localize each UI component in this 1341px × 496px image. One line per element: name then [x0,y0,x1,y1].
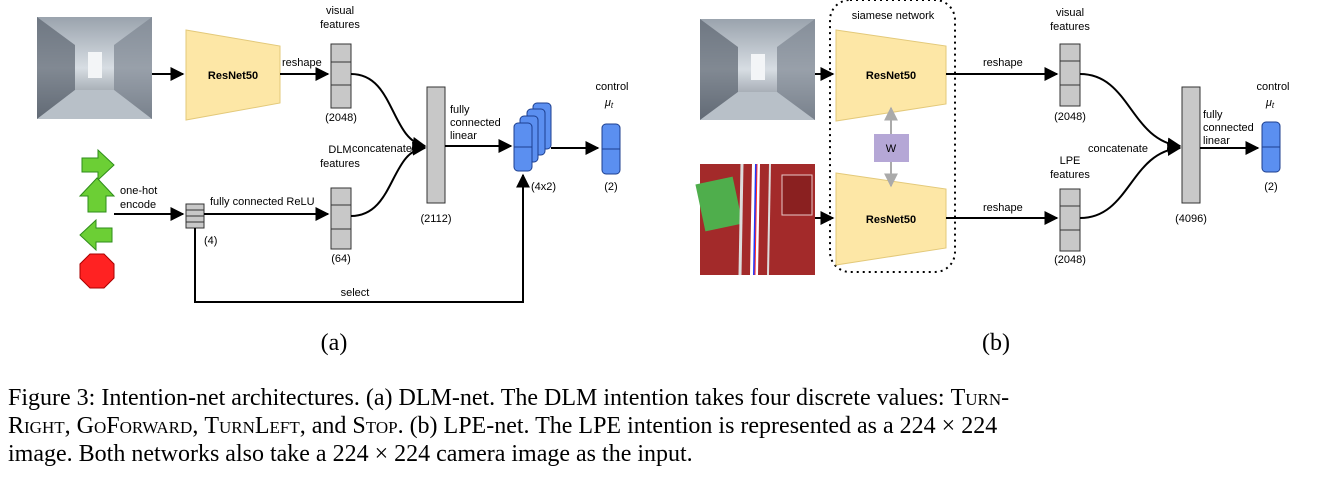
lpe-dim: (2048) [1054,254,1086,266]
fc-linear-label-b-3: linear [1203,135,1230,147]
concat-vector-b [1181,86,1201,204]
caption-stop: Stop [352,413,398,439]
caption-turnleft: TurnLeft [204,413,300,439]
siamese-label: siamese network [852,10,935,22]
visual-features-label-b-1: visual [1056,7,1084,19]
camera-image-a [37,17,152,119]
out-dim-a: (2) [604,181,617,193]
caption-sep-3: , and [299,413,353,439]
figure-canvas: ResNet50 reshape visual features (2048) … [37,0,1290,356]
control-output-b [1261,121,1281,173]
turn-right-icon [81,148,115,182]
mu-sub-b: t [1272,101,1275,110]
control-output-a [601,123,621,175]
mu-sub-a: t [611,101,614,110]
dlm-features-vector [330,187,352,250]
dlm-dim: (64) [331,253,351,265]
go-forward-icon [78,177,116,213]
visual-dim-a: (2048) [325,112,357,124]
caption-part-1: Figure 3: Intention-net architectures. (… [8,385,951,411]
one-hot-vector [185,203,205,229]
fc-relu-label: fully connected ReLU [210,196,315,208]
lpe-features-vector [1059,188,1081,252]
shared-weights-label: W [886,143,897,155]
siamese-network-box [829,0,956,273]
shared-weights-box [874,134,909,162]
visual-features-label-a-1: visual [326,5,354,17]
caption-part-3: image. Both networks also take a 224 × 2… [8,441,693,467]
resnet-bottom-label-b: ResNet50 [866,214,916,226]
output-stack [513,102,552,172]
resnet-block-a [185,29,281,121]
encode-dim: (4) [204,235,217,247]
concat-dim-a: (2112) [421,213,452,225]
caption-sep-2: , [192,413,205,439]
fc-linear-label-b-2: connected [1203,122,1254,134]
fc-linear-label-a-3: linear [450,130,477,142]
one-hot-label-1: one-hot [120,185,157,197]
lpe-features-label-2: features [1050,169,1090,181]
resnet-label-a: ResNet50 [208,70,258,82]
lpe-map-image [695,163,815,276]
stop-icon [79,253,115,289]
caption-goforward: GoForward [76,413,193,439]
fc-linear-label-a-1: fully [450,104,470,116]
reshape-label-a: reshape [282,57,322,69]
mu-label-a: μt [604,97,614,110]
one-hot-label-2: encode [120,199,156,211]
reshape-bottom-label-b: reshape [983,202,1023,214]
fc-linear-label-a-2: connected [450,117,501,129]
visual-features-label-b-2: features [1050,21,1090,33]
panel-b: siamese network ResNet50 ResNet50 W resh… [695,0,1290,356]
visual-features-vector-a [330,43,352,109]
caption-right: Right [8,413,65,439]
select-label: select [341,287,370,299]
reshape-top-label-b: reshape [983,57,1023,69]
panel-a-tag: (a) [321,330,348,356]
concat-dim-b: (4096) [1175,213,1207,225]
control-label-a: control [595,81,628,93]
control-label-b: control [1256,81,1289,93]
resnet-bottom-b [835,172,947,266]
visual-features-vector-b [1059,43,1081,107]
visual-dim-b: (2048) [1054,111,1086,123]
fc-linear-label-b-1: fully [1203,109,1223,121]
lpe-features-label-1: LPE [1060,155,1081,167]
turn-left-icon [79,218,113,252]
mu-symbol-b: μ [1265,97,1272,109]
mu-label-b: μt [1265,97,1275,110]
concatenate-label-a: concatenate [352,143,412,155]
resnet-top-label-b: ResNet50 [866,70,916,82]
visual-features-label-a-2: features [320,19,360,31]
panel-a: ResNet50 reshape visual features (2048) … [37,5,629,356]
stack-dim: (4x2) [531,181,556,193]
caption-part-2: . (b) LPE-net. The LPE intention is repr… [397,413,998,439]
concatenate-label-b: concatenate [1088,143,1148,155]
dlm-features-label-2: features [320,158,360,170]
figure-caption: Figure 3: Intention-net architectures. (… [8,384,1330,468]
caption-turn: Turn- [950,385,1010,411]
panel-b-tag: (b) [982,330,1010,356]
dlm-features-label-1: DLM [328,144,351,156]
mu-symbol-a: μ [604,97,611,109]
resnet-top-b [835,29,947,122]
concat-vector-a [426,86,446,204]
out-dim-b: (2) [1264,181,1277,193]
camera-image-b [700,19,815,120]
caption-sep-1: , [64,413,77,439]
